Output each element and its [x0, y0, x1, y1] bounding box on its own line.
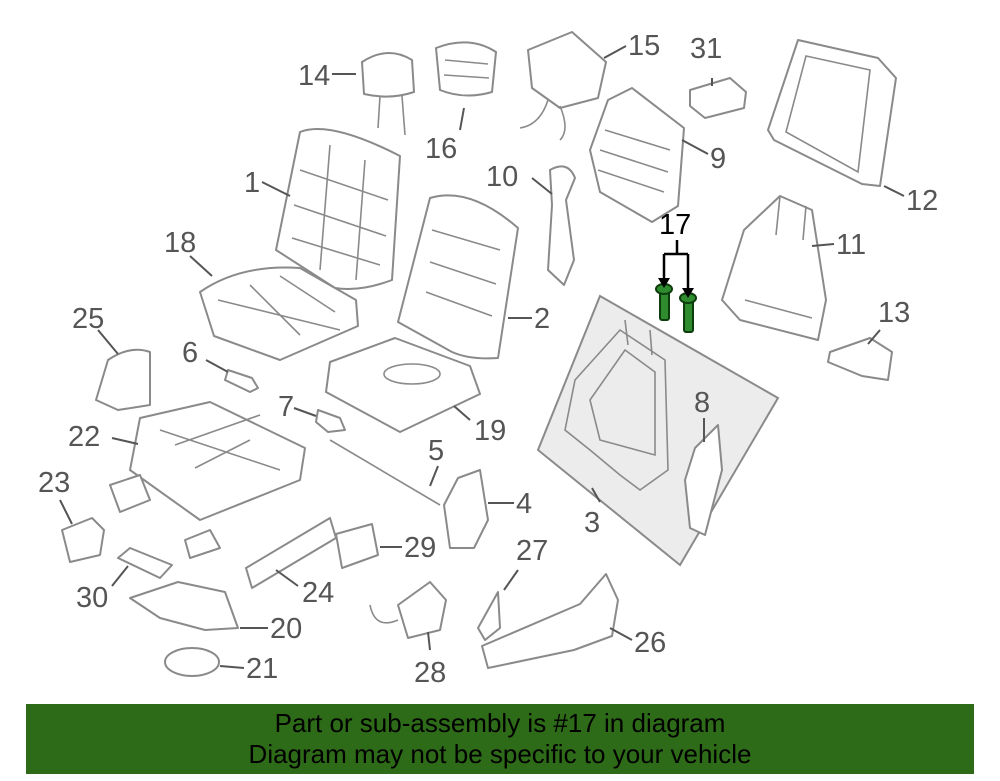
part-29-module — [335, 523, 379, 569]
callout-14: 14 — [298, 60, 330, 92]
info-banner: Part or sub-assembly is #17 in diagram D… — [26, 704, 974, 774]
part-10-belt — [547, 165, 576, 286]
part-16-headrest — [435, 41, 497, 97]
callout-labels: 14 16 15 31 12 9 10 17 11 13 1 18 2 25 6… — [38, 30, 938, 689]
callout-26: 26 — [634, 627, 666, 659]
part-17-leader — [662, 240, 690, 292]
callout-2: 2 — [534, 303, 550, 335]
callout-29: 29 — [404, 532, 436, 564]
callout-20: 20 — [270, 613, 302, 645]
callout-27: 27 — [516, 535, 548, 567]
banner-line-1: Part or sub-assembly is #17 in diagram — [274, 708, 726, 738]
part-5-rod — [329, 439, 441, 506]
part-9-mat — [589, 87, 685, 223]
part-23-cap — [61, 517, 105, 563]
part-25-cover — [95, 348, 151, 411]
part-27-knob — [477, 591, 501, 641]
callout-21: 21 — [246, 653, 278, 685]
callout-30: 30 — [76, 582, 108, 614]
parts-diagram: 14 16 15 31 12 9 10 17 11 13 1 18 2 25 6… — [38, 30, 938, 689]
part-6-pin — [224, 369, 259, 393]
callout-8: 8 — [694, 387, 710, 419]
part-22-frame — [129, 401, 306, 521]
part-20-track — [129, 581, 239, 631]
callout-23: 23 — [38, 467, 70, 499]
callout-13: 13 — [878, 297, 910, 329]
part-8-bracket — [684, 424, 723, 536]
part-3-panel — [536, 294, 780, 567]
part-19-pad — [325, 337, 481, 433]
callout-10: 10 — [486, 161, 518, 193]
banner-line-2: Diagram may not be specific to your vehi… — [248, 739, 752, 769]
callout-5: 5 — [428, 435, 444, 467]
callout-4: 4 — [516, 488, 532, 520]
callout-28: 28 — [414, 657, 446, 689]
part-7-clip — [315, 409, 346, 433]
callout-17: 17 — [659, 209, 691, 241]
part-15-cover — [527, 31, 607, 109]
leader-lines — [59, 45, 905, 669]
callout-19: 19 — [474, 415, 506, 447]
callout-3: 3 — [584, 507, 600, 539]
callout-25: 25 — [72, 303, 104, 335]
part-21-ring — [164, 647, 220, 677]
part-11-frame — [721, 195, 827, 341]
callout-24: 24 — [302, 577, 334, 609]
part-1-seatback-cover — [275, 128, 401, 290]
part-28-switch — [397, 581, 447, 639]
callout-7: 7 — [278, 391, 294, 423]
part-4-motor — [443, 469, 489, 549]
part-2-seatback — [397, 194, 519, 360]
part-13-bracket — [827, 337, 893, 381]
callout-16: 16 — [425, 133, 457, 165]
callout-15: 15 — [628, 30, 660, 62]
part-26-side-cover — [481, 573, 619, 669]
callout-12: 12 — [906, 185, 938, 217]
part-31-clip — [689, 77, 747, 119]
part-30-trim — [117, 547, 173, 579]
callout-6: 6 — [182, 337, 198, 369]
callout-11: 11 — [836, 229, 866, 261]
part-14-headrest — [361, 52, 415, 98]
callout-31: 31 — [690, 33, 722, 65]
callout-9: 9 — [710, 143, 726, 175]
callout-18: 18 — [164, 227, 196, 259]
callout-1: 1 — [244, 167, 260, 199]
callout-22: 22 — [68, 421, 100, 453]
